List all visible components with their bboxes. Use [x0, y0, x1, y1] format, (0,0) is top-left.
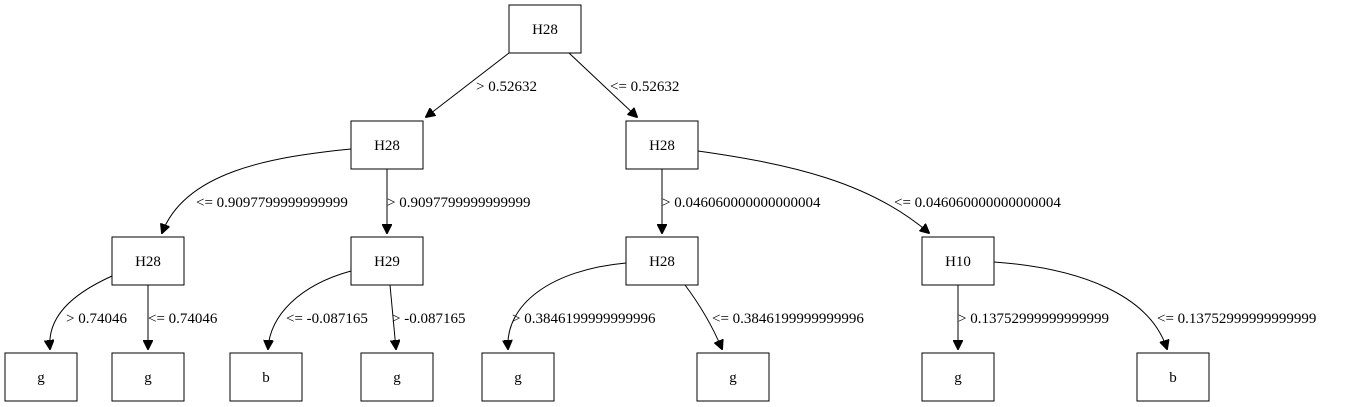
tree-node-root: H28: [508, 4, 582, 54]
edge-l2-b-to-leaf-4: > -0.087165: [389, 284, 465, 349]
tree-node-l1-left: H28: [350, 120, 424, 170]
node-label: H28: [649, 138, 675, 154]
edge-l2-a-to-leaf-2: <= 0.74046: [148, 285, 218, 349]
edge-root-to-l1-right: <= 0.52632: [568, 52, 679, 117]
edge-label: > -0.087165: [392, 311, 465, 327]
edges-group: > 0.52632 <= 0.52632 <= 0.90977999999999…: [50, 52, 1316, 349]
edge-label: > 0.3846199999999996: [512, 311, 656, 327]
leaf-label: g: [514, 370, 522, 386]
leaf-label: b: [262, 370, 270, 386]
edge-root-to-l1-left: > 0.52632: [426, 52, 537, 117]
tree-leaf-5: g: [481, 352, 555, 402]
edge-label: > 0.046060000000000004: [662, 195, 821, 211]
edge-l2-b-to-leaf-3: <= -0.087165: [268, 270, 368, 349]
node-label: H28: [374, 138, 400, 154]
edge-label: > 0.52632: [476, 79, 537, 95]
edge-l2-c-to-leaf-5: > 0.3846199999999996: [508, 262, 656, 349]
tree-leaf-4: g: [360, 352, 434, 402]
tree-node-l2-d: H10: [921, 236, 995, 286]
node-label: H28: [649, 254, 675, 270]
tree-leaf-7: g: [921, 352, 995, 402]
edge-l1-left-to-l2-b: > 0.9097799999999999: [387, 169, 530, 233]
tree-leaf-8: b: [1136, 352, 1210, 402]
edge-label: <= 0.046060000000000004: [894, 195, 1061, 211]
node-label: H28: [532, 22, 558, 38]
leaf-label: g: [37, 370, 45, 386]
tree-node-l2-b: H29: [350, 236, 424, 286]
edge-label: > 0.9097799999999999: [387, 195, 530, 211]
leaf-label: b: [1169, 370, 1177, 386]
edge-label: > 0.13752999999999999: [958, 311, 1109, 327]
node-label: H28: [135, 254, 161, 270]
edge-l1-left-to-l2-a: <= 0.9097799999999999: [162, 148, 352, 233]
edge-l2-c-to-leaf-6: <= 0.3846199999999996: [684, 284, 864, 349]
edge-l2-d-to-leaf-8: <= 0.13752999999999999: [993, 261, 1316, 349]
tree-leaf-1: g: [4, 352, 78, 402]
leaf-label: g: [954, 370, 962, 386]
edge-label: <= 0.3846199999999996: [712, 311, 864, 327]
tree-node-l2-c: H28: [625, 236, 699, 286]
edge-l1-right-to-l2-d: <= 0.046060000000000004: [697, 150, 1061, 233]
leaf-label: g: [393, 370, 401, 386]
edge-label: <= 0.9097799999999999: [196, 195, 348, 211]
edge-label: <= 0.52632: [610, 79, 679, 95]
node-label: H29: [374, 254, 400, 270]
edge-l1-right-to-l2-c: > 0.046060000000000004: [662, 169, 821, 233]
tree-leaf-6: g: [696, 352, 770, 402]
edge-l2-a-to-leaf-1: > 0.74046: [50, 275, 127, 349]
tree-node-l1-right: H28: [625, 120, 699, 170]
leaf-label: g: [144, 370, 152, 386]
leaf-label: g: [729, 370, 737, 386]
edge-label: <= 0.74046: [148, 311, 218, 327]
tree-leaf-2: g: [111, 352, 185, 402]
edge-l2-d-to-leaf-7: > 0.13752999999999999: [958, 285, 1109, 349]
nodes-group: H28 H28 H28 H28 H29 H28 H10: [4, 4, 1210, 402]
edge-label: <= 0.13752999999999999: [1157, 311, 1316, 327]
edge-label: > 0.74046: [66, 311, 127, 327]
node-label: H10: [945, 254, 971, 270]
tree-leaf-3: b: [229, 352, 303, 402]
tree-node-l2-a: H28: [111, 236, 185, 286]
edge-label: <= -0.087165: [286, 311, 368, 327]
